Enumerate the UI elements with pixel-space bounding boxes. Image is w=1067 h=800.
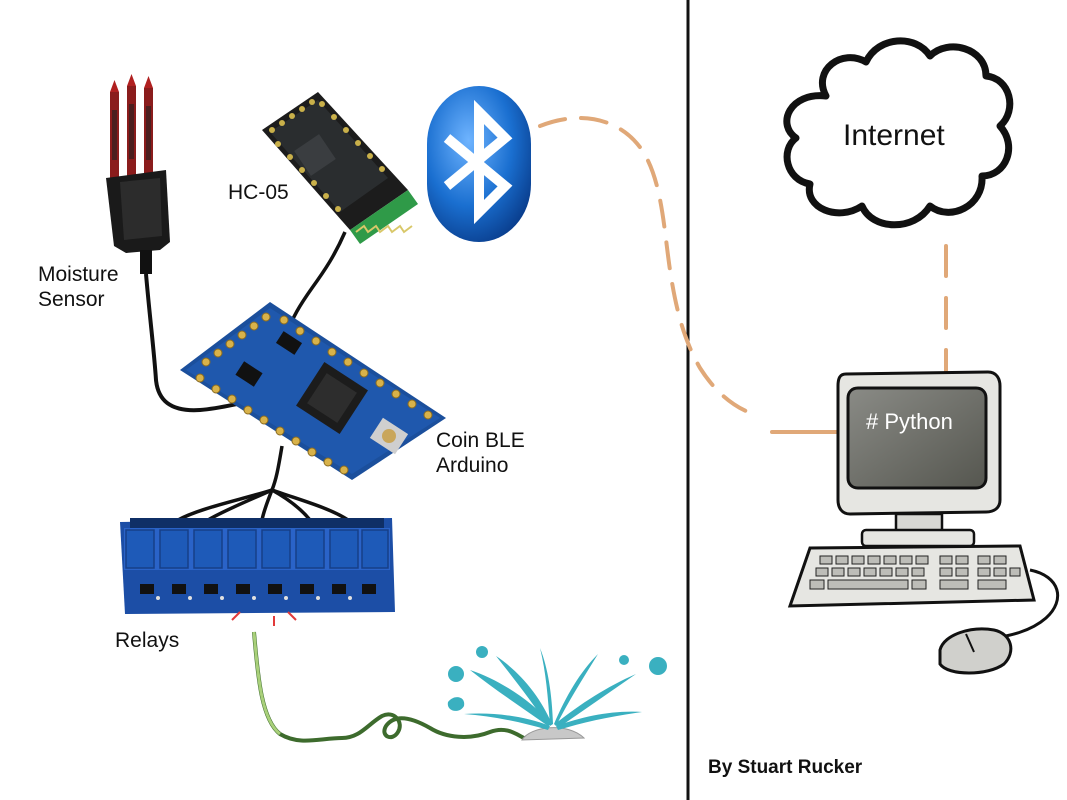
internet-label: Internet xyxy=(843,119,945,152)
relay-board-icon xyxy=(120,518,395,626)
hc05-label: HC-05 xyxy=(228,181,289,204)
garden-hose xyxy=(252,631,525,743)
moisture-sensor-label: Moisture Sensor xyxy=(38,262,119,312)
python-label: # Python xyxy=(866,409,953,434)
hc05-module-icon xyxy=(262,92,418,333)
computer-icon xyxy=(787,370,1060,675)
arduino-label: Coin BLE Arduino xyxy=(436,428,525,478)
cloud-icon xyxy=(783,37,1014,229)
arduino-board-icon xyxy=(180,302,446,480)
moisture-label-line1: Moisture xyxy=(38,263,119,286)
bluetooth-icon xyxy=(427,86,531,242)
sprinkler-icon xyxy=(447,646,667,741)
arduino-label-line2: Arduino xyxy=(436,454,509,478)
bluetooth-link xyxy=(538,116,750,414)
author-credit: By Stuart Rucker xyxy=(708,757,863,778)
arduino-label-line1: Coin BLE xyxy=(436,429,525,452)
moisture-sensor-icon xyxy=(106,74,263,413)
relay-wires xyxy=(177,445,349,522)
relays-label: Relays xyxy=(115,629,180,652)
moisture-label-line2: Sensor xyxy=(38,288,105,312)
